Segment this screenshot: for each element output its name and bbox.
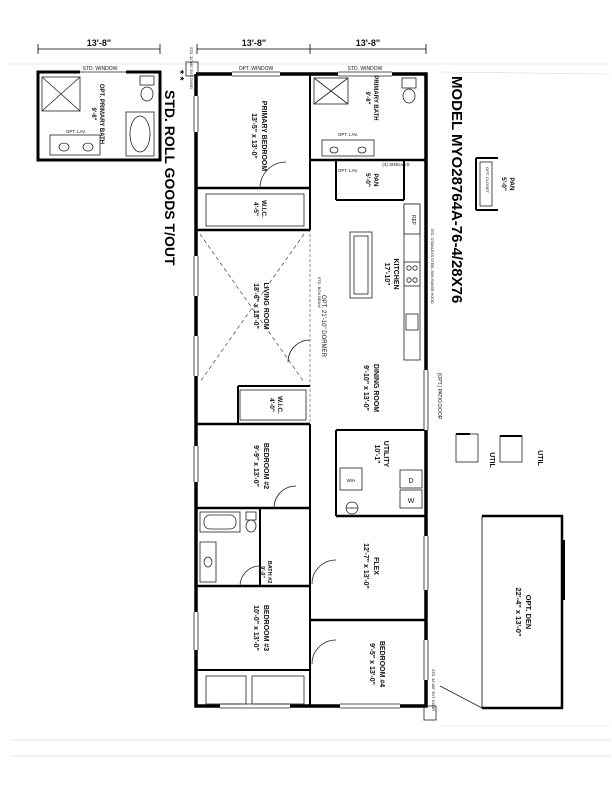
room-living-name: LIVING ROOM bbox=[262, 282, 269, 329]
room-dining-size: 9'-10" x 13'-0" bbox=[362, 365, 369, 411]
opt-den bbox=[439, 514, 565, 710]
room-wic2-size: 4'-0" bbox=[268, 398, 275, 412]
model-title: MODEL MYO28764A-76-4/28X76 bbox=[448, 76, 465, 303]
room-wic1-size: 4'-5" bbox=[252, 202, 259, 216]
room-bedroom2-name: BEDROOM #2 bbox=[262, 443, 269, 489]
ext-door-note-2: STD. 32"x80" EXT. DOOR bbox=[431, 669, 435, 711]
room-bath2-size: 9'-0" bbox=[259, 566, 265, 578]
dimension-lines bbox=[37, 44, 427, 54]
patio-door-note: (OPT.) PATIO DOOR bbox=[436, 373, 442, 420]
refrigerator-label: REF bbox=[410, 215, 416, 225]
room-opt-pan-size: 5'-0" bbox=[500, 177, 507, 191]
room-dining-name: DINING ROOM bbox=[372, 364, 379, 412]
box-beam-note: STD. BOX BEAM bbox=[317, 276, 322, 307]
shelves-note: (4) SHELVES bbox=[382, 162, 409, 167]
dimension-mid: 13'-8" bbox=[242, 38, 266, 48]
room-bedroom3-size: 10'-0" x 13'-0" bbox=[252, 605, 259, 651]
dormer-note: OPT. 21'-10" DORMER bbox=[320, 295, 326, 358]
main-house bbox=[185, 61, 437, 721]
room-wic1-name: W.I.C. bbox=[260, 200, 267, 218]
opt-lav-label-2: OPT. LAV. bbox=[338, 132, 358, 137]
dimension-left: 13'-8" bbox=[87, 38, 111, 48]
room-opt-pan-name: PAN bbox=[508, 177, 515, 191]
room-pan-size: 5'-0" bbox=[364, 173, 371, 187]
room-opt-primary-bath-size: 9'-8" bbox=[90, 108, 96, 121]
room-util2-name: UTIL bbox=[536, 450, 543, 466]
room-bedroom2-size: 9'-9" x 13'-0" bbox=[252, 445, 259, 487]
dimension-right: 13'-8" bbox=[356, 38, 380, 48]
water-heater-label: W/H bbox=[347, 478, 356, 483]
ext-door-note-1: STD. 32"x80" EXT. DOOR bbox=[189, 47, 193, 89]
room-primary-bath-size: 9'-8" bbox=[364, 92, 370, 105]
std-window-label-1: STD. WINDOW bbox=[83, 66, 118, 72]
opt-lav-label-1: OPT. LAV. bbox=[66, 129, 86, 134]
dryer-label: D bbox=[408, 478, 413, 485]
room-opt-primary-bath-name: OPT. PRIMARY BATH bbox=[98, 84, 104, 144]
room-bedroom4-size: 9'-5" x 13'-0" bbox=[368, 643, 375, 685]
room-pan-name: PAN bbox=[372, 173, 379, 187]
util-details bbox=[455, 433, 523, 463]
room-kitchen-name: KITCHEN bbox=[392, 258, 399, 289]
opt-closet-label: OPT. CLOSET bbox=[485, 167, 490, 194]
room-bedroom4-name: BEDROOM #4 bbox=[378, 641, 385, 687]
opt-primary-bath-plan bbox=[36, 70, 162, 162]
room-primary-bath-name: PRIMARY BATH bbox=[372, 75, 378, 120]
room-utility-name: UTILITY bbox=[382, 441, 389, 468]
room-living-size: 18'-6" x 13'-0" bbox=[252, 283, 259, 329]
opt-pan-detail bbox=[475, 157, 498, 211]
washer-label: W bbox=[408, 498, 415, 505]
stars-mark: * * bbox=[174, 70, 185, 81]
room-den-name: OPT. DEN bbox=[524, 595, 533, 630]
room-utility-size: 10'-1" bbox=[373, 445, 380, 464]
room-flex-size: 12'-7" x 13'-0" bbox=[362, 543, 369, 589]
opt-window-label: OPT. WINDOW bbox=[239, 66, 274, 72]
room-primary-bedroom-name: PRIMARY BEDROOM bbox=[260, 101, 267, 172]
room-den-size: 22'-4" x 13'-0" bbox=[514, 587, 523, 636]
range-hood-note: STD. STAINLESS STEEL 30IN RANGE HOOD bbox=[430, 228, 434, 303]
room-flex-name: FLEX bbox=[372, 557, 379, 575]
room-bath2-name: BATH #2 bbox=[266, 561, 272, 584]
opt-lav-label-3: OPT. LAV. bbox=[338, 168, 358, 173]
scan-lines bbox=[10, 63, 611, 757]
room-bedroom3-name: BEDROOM #3 bbox=[262, 605, 269, 651]
room-wic2-name: W.I.C. bbox=[276, 396, 283, 414]
room-kitchen-size: 17'-10" bbox=[383, 263, 390, 286]
std-window-label-2: STD. WINDOW bbox=[348, 66, 383, 72]
room-util1-name: UTIL bbox=[488, 452, 495, 468]
roll-goods-note: STD. ROLL GOODS T/OUT bbox=[162, 90, 178, 266]
room-primary-bedroom-size: 13'-5" x 13'-0" bbox=[250, 113, 257, 159]
